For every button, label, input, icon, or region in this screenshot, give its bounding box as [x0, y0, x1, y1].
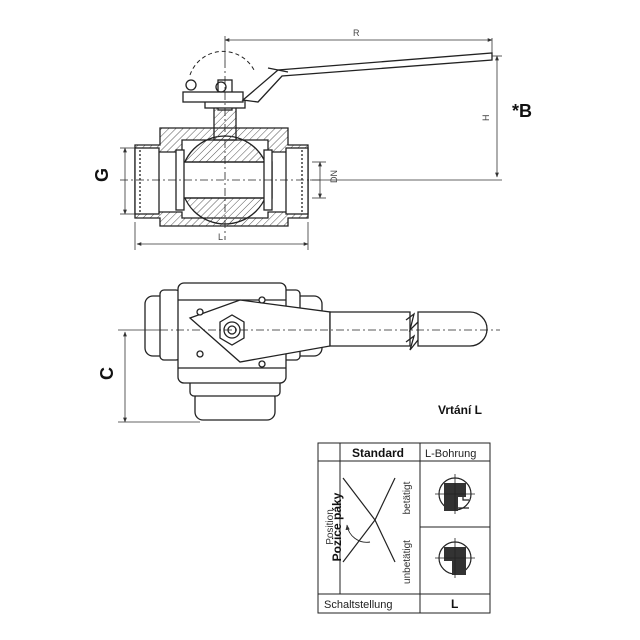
table-schaltstellung-label: Schaltstellung	[324, 599, 393, 611]
top-dimensions	[118, 329, 200, 423]
table-header-lbohrung: L-Bohrung	[425, 448, 476, 460]
bore-caption: Vrtání L	[438, 403, 482, 417]
dim-l-label: L	[218, 232, 223, 242]
table-header-standard: Standard	[352, 446, 404, 460]
dim-g-label: G	[92, 168, 112, 182]
table-l-value: L	[451, 597, 458, 611]
side-section-view	[120, 50, 493, 240]
dim-b-label: *B	[512, 101, 532, 121]
side-dimensions	[120, 36, 502, 250]
dim-c-label: C	[97, 367, 117, 380]
table-position-label: Position	[325, 509, 336, 545]
table-row-label: Pozice páky	[330, 492, 344, 561]
table-unbetatigt-label: unbetätigt	[402, 540, 413, 584]
dim-h-label: H	[481, 115, 491, 122]
position-table	[317, 442, 491, 614]
top-view	[144, 282, 500, 421]
dim-r-label: R	[353, 28, 360, 38]
table-betatigt-label: betätigt	[402, 481, 413, 514]
dim-dn-label: DN	[329, 170, 339, 183]
